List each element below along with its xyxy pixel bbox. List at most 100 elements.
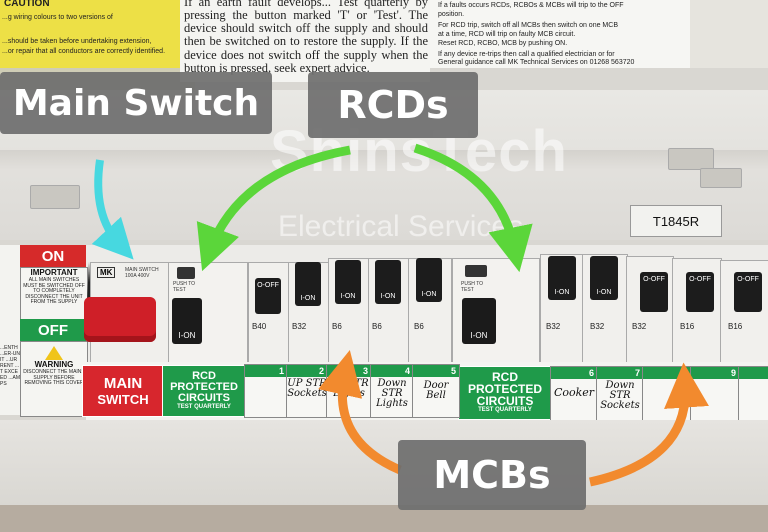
orange-arrow-right <box>589 362 709 487</box>
rcd-right-push-to-test: PUSH TO TEST <box>461 281 484 293</box>
mcb-2-on-text: I-ON <box>300 295 316 302</box>
unit-lid-edge <box>0 150 768 170</box>
circuit-num-7: 7 <box>634 368 640 378</box>
circuit-cell-5-header: 5 <box>413 365 459 377</box>
circuit-cell-1-header: 1 <box>245 365 287 377</box>
lid-hinge-left <box>30 185 80 209</box>
circuit-cell-7: 7 Down STR Sockets <box>596 366 644 422</box>
top-right-wall <box>690 0 768 68</box>
mcb-5-rating: B6 <box>414 322 424 331</box>
rcd-right-label: RCD PROTECTED CIRCUITS TEST QUARTERLY <box>458 366 552 420</box>
right-notice-line-3: For RCD trip, switch off all MCBs then s… <box>438 22 618 29</box>
off-label: OFF <box>20 319 86 341</box>
callout-main-switch: Main Switch <box>0 72 272 134</box>
callout-mcbs: MCBs <box>398 440 586 510</box>
circuit-text-2: UP STR Sockets <box>287 378 327 399</box>
right-notice-line-5: Reset RCD, RCBO, MCB by pushing ON. <box>438 40 568 47</box>
warning-text: DISCONNECT THE MAINS SUPPLY BEFORE REMOV… <box>23 369 85 386</box>
mcb-9-off-text: O-OFF <box>689 276 711 283</box>
mcb-2-toggle[interactable]: I-ON <box>295 262 321 306</box>
main-switch-label-line1: MAIN <box>103 375 143 392</box>
mcb-2-rating: B32 <box>292 322 307 331</box>
mcb-1-toggle[interactable]: O-OFF <box>255 278 281 314</box>
important-title: IMPORTANT <box>30 268 78 277</box>
unit-id-text: T1845R <box>652 213 700 229</box>
mcb-4-rating: B6 <box>372 322 382 331</box>
up-arrow-icon <box>86 262 92 322</box>
rcd-test-text: If an earth fault develops... Test quart… <box>184 0 428 75</box>
on-label: ON <box>20 245 86 267</box>
mcb-1-off-text: O-OFF <box>257 282 279 289</box>
rcd-left-toggle[interactable]: I-ON <box>172 298 202 344</box>
circuit-num-6: 6 <box>588 368 594 378</box>
mcb-4-on-text: I-ON <box>380 293 396 300</box>
mcb-3-toggle[interactable]: I-ON <box>335 260 361 304</box>
mcb-10-off-text: O-OFF <box>737 276 759 283</box>
far-left-text: ...ENTH ...ER-UNIT ...URRENT ...T EXCEED… <box>0 345 21 387</box>
important-text: ALL MAIN SWITCHES MUST BE SWITCHED OFF T… <box>23 277 85 305</box>
circuit-text-4: Down STR Lights <box>376 378 408 409</box>
right-notice-line-6: If any device re-trips then call a quali… <box>438 51 615 58</box>
rcd-test-notice: If an earth fault develops... Test quart… <box>180 0 430 82</box>
rcd-right-label-line2: PROTECTED <box>467 382 542 397</box>
main-switch-brand: MK <box>97 267 116 278</box>
mcb-4-toggle[interactable]: I-ON <box>375 260 401 304</box>
rcd-left-on-text: I-ON <box>178 331 196 340</box>
circuit-text-5: Door Bell <box>423 380 449 401</box>
circuit-cell-5: 5 Door Bell <box>412 364 460 418</box>
green-arrow-left <box>196 145 351 272</box>
watermark-subtitle: Electrical Services <box>278 210 524 243</box>
caution-line-3: ...or repair that all conductors are cor… <box>2 48 166 55</box>
rcd-right-label-sub: TEST QUARTERLY <box>478 407 532 414</box>
mcb-10-toggle[interactable]: O-OFF <box>734 272 762 312</box>
rcd-left-test-button[interactable] <box>177 267 195 279</box>
mcb-1-rating: B40 <box>252 322 267 331</box>
mcb-5-toggle[interactable]: I-ON <box>416 258 442 302</box>
circuit-cell-10 <box>738 366 768 422</box>
rcd-right-toggle[interactable]: I-ON <box>462 298 496 344</box>
rcd-left-push-to-test: PUSH TO TEST <box>173 281 196 293</box>
mcb-6-toggle[interactable]: I-ON <box>548 256 576 300</box>
mcb-7-toggle[interactable]: I-ON <box>590 256 618 300</box>
warning-triangle-icon <box>45 346 63 360</box>
circuit-cell-4-header: 4 <box>371 365 413 377</box>
rcd-right-label-line3: CIRCUITS <box>476 394 534 409</box>
mcb-8-rating: B32 <box>632 322 647 331</box>
mcb-7-on-text: I-ON <box>596 289 612 296</box>
caution-line-1: ...g wiring colours to two versions of <box>2 14 113 21</box>
caution-yellow-label: CAUTION ...g wiring colours to two versi… <box>0 0 195 68</box>
unit-id-tag: T1845R <box>630 205 722 237</box>
circuit-cell-1: 1 <box>244 364 288 418</box>
wall-bottom <box>0 505 768 532</box>
main-switch-toggle[interactable] <box>84 297 156 342</box>
off-label-text: OFF <box>38 321 68 339</box>
circuit-cell-6: 6 Cooker <box>550 366 598 422</box>
main-switch-caption: MAIN SWITCH 100A 400V <box>125 267 159 279</box>
important-label: IMPORTANT ALL MAIN SWITCHES MUST BE SWIT… <box>20 267 88 321</box>
mcb-9-rating: B16 <box>680 322 695 331</box>
mcb-8-off-text: O-OFF <box>643 276 665 283</box>
warning-title: WARNING <box>34 360 74 369</box>
rcd-right-on-text: I-ON <box>470 331 488 340</box>
right-notice-line-7: General guidance call MK Technical Servi… <box>438 59 635 66</box>
orange-arrow-left <box>318 350 402 475</box>
rcd-left-label-line3: CIRCUITS <box>178 391 230 404</box>
circuit-num-4: 4 <box>404 366 410 376</box>
mcb-5-on-text: I-ON <box>421 291 437 298</box>
mcb-3-on-text: I-ON <box>340 293 356 300</box>
circuit-num-5: 5 <box>450 366 456 376</box>
caution-line-2: ...should be taken before undertaking ex… <box>2 38 152 45</box>
circuit-text-6: Cooker <box>553 386 595 399</box>
mcb-8-toggle[interactable]: O-OFF <box>640 272 668 312</box>
caution-title: CAUTION <box>4 0 50 9</box>
rcd-right-test-button[interactable] <box>465 265 487 277</box>
right-notice-line-2: position. <box>438 11 465 18</box>
mcb-9-toggle[interactable]: O-OFF <box>686 272 714 312</box>
circuit-cell-4: 4 Down STR Lights <box>370 364 414 418</box>
mcb-10-rating: B16 <box>728 322 743 331</box>
on-label-text: ON <box>41 247 65 265</box>
main-switch-label: MAIN SWITCH <box>82 365 164 417</box>
rcd-left-label-line2: PROTECTED <box>170 380 238 393</box>
